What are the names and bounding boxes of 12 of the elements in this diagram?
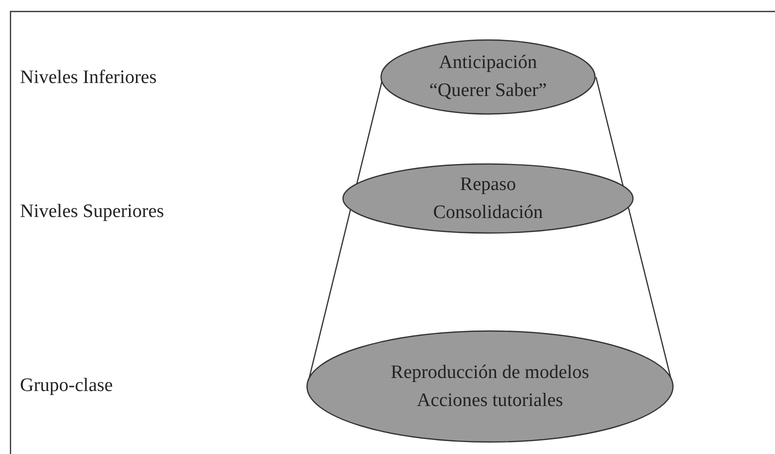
ellipse-node	[342, 163, 634, 234]
node-text: “Querer Saber”	[429, 79, 547, 103]
node-text: Reproducción de modelos	[390, 360, 590, 384]
node-text: Consolidación	[433, 200, 543, 224]
node-text: Acciones tutoriales	[416, 388, 564, 412]
ellipse-node	[380, 39, 596, 115]
level-label: Niveles Superiores	[20, 201, 164, 223]
node-text: Anticipación	[438, 51, 538, 75]
ellipse-node	[306, 330, 674, 443]
level-label: Grupo-clase	[20, 375, 113, 397]
node-text: Repaso	[460, 172, 516, 196]
level-label: Niveles Inferiores	[20, 67, 157, 89]
